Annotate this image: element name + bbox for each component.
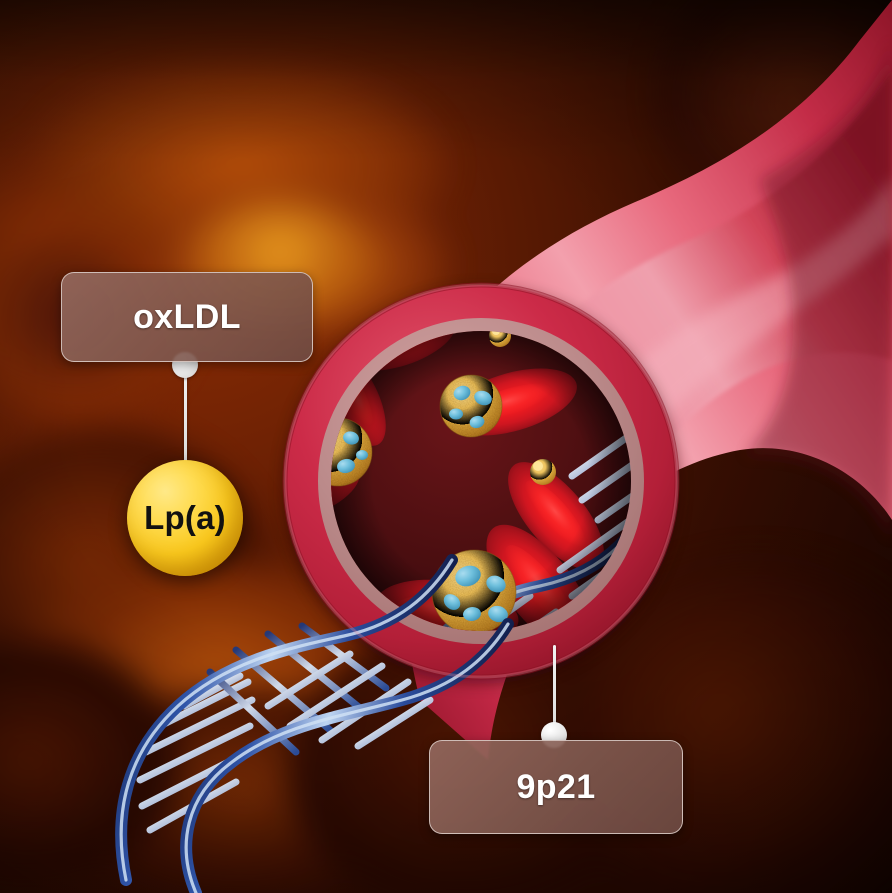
p9p21-callout-label: 9p21	[516, 767, 596, 806]
ldl-particle	[439, 374, 503, 438]
p9p21-callout-box[interactable]: 9p21	[429, 740, 683, 834]
oxldl-leader-line	[184, 358, 187, 478]
lp-a-label: Lp(a)	[144, 499, 226, 536]
dna-helix-outer	[115, 554, 514, 893]
oxldl-callout-box[interactable]: oxLDL	[61, 272, 313, 362]
p9p21-leader-line	[553, 645, 556, 745]
oxldl-callout-label: oxLDL	[133, 297, 241, 336]
lp-a-sphere[interactable]: Lp(a)	[127, 460, 243, 576]
ldl-particle	[331, 417, 373, 487]
ldl-particle	[431, 549, 517, 631]
